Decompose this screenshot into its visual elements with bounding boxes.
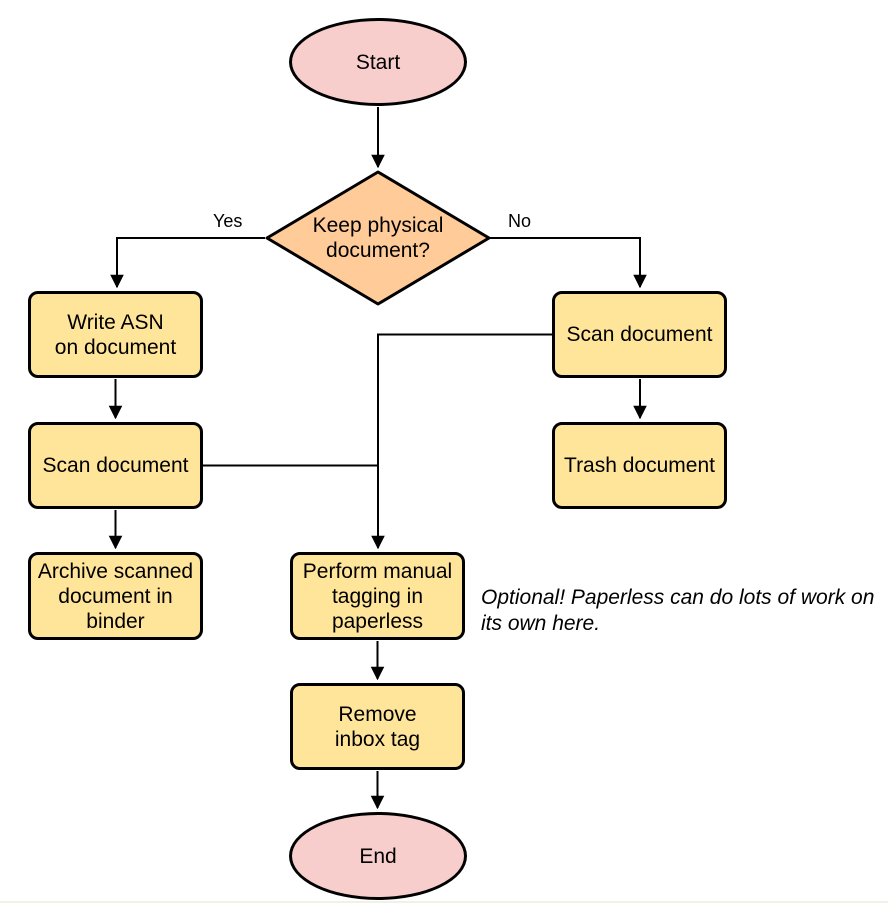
- node-write-asn: Write ASN on document: [28, 291, 203, 378]
- node-remove-inbox-tag: Remove inbox tag: [290, 683, 465, 770]
- edge-label-yes: Yes: [211, 211, 245, 231]
- node-keep-physical-label: Keep physical document?: [312, 214, 444, 262]
- edge-decision-yes-to-write-asn: [117, 237, 265, 287]
- node-remove-inbox-tag-label: Remove inbox tag: [334, 702, 421, 751]
- edge-decision-no-to-scan-right: [490, 237, 640, 287]
- node-scan-document-right: Scan document: [552, 291, 727, 378]
- node-keep-physical-decision: Keep physical document?: [265, 170, 491, 306]
- node-trash-document-label: Trash document: [564, 454, 715, 477]
- node-scan-document-right-label: Scan document: [566, 323, 713, 346]
- node-scan-document-left: Scan document: [28, 422, 203, 509]
- node-trash-document: Trash document: [552, 422, 727, 509]
- node-archive-in-binder-label: Archive scanned document in binder: [37, 559, 194, 633]
- node-end-label: End: [359, 844, 397, 868]
- node-end: End: [289, 812, 467, 900]
- node-manual-tagging-label: Perform manual tagging in paperless: [302, 559, 453, 633]
- bottom-divider: [0, 901, 888, 903]
- node-write-asn-label: Write ASN on document: [54, 310, 177, 359]
- node-scan-document-left-label: Scan document: [42, 454, 189, 477]
- node-start: Start: [289, 18, 467, 106]
- node-start-label: Start: [355, 50, 401, 74]
- edge-label-no: No: [506, 211, 534, 231]
- edge-scan-right-to-tagging: [378, 333, 552, 549]
- node-manual-tagging: Perform manual tagging in paperless: [290, 552, 465, 640]
- diamond-shape: [265, 170, 491, 306]
- optional-annotation: Optional! Paperless can do lots of work …: [481, 586, 875, 635]
- node-archive-in-binder: Archive scanned document in binder: [28, 552, 203, 640]
